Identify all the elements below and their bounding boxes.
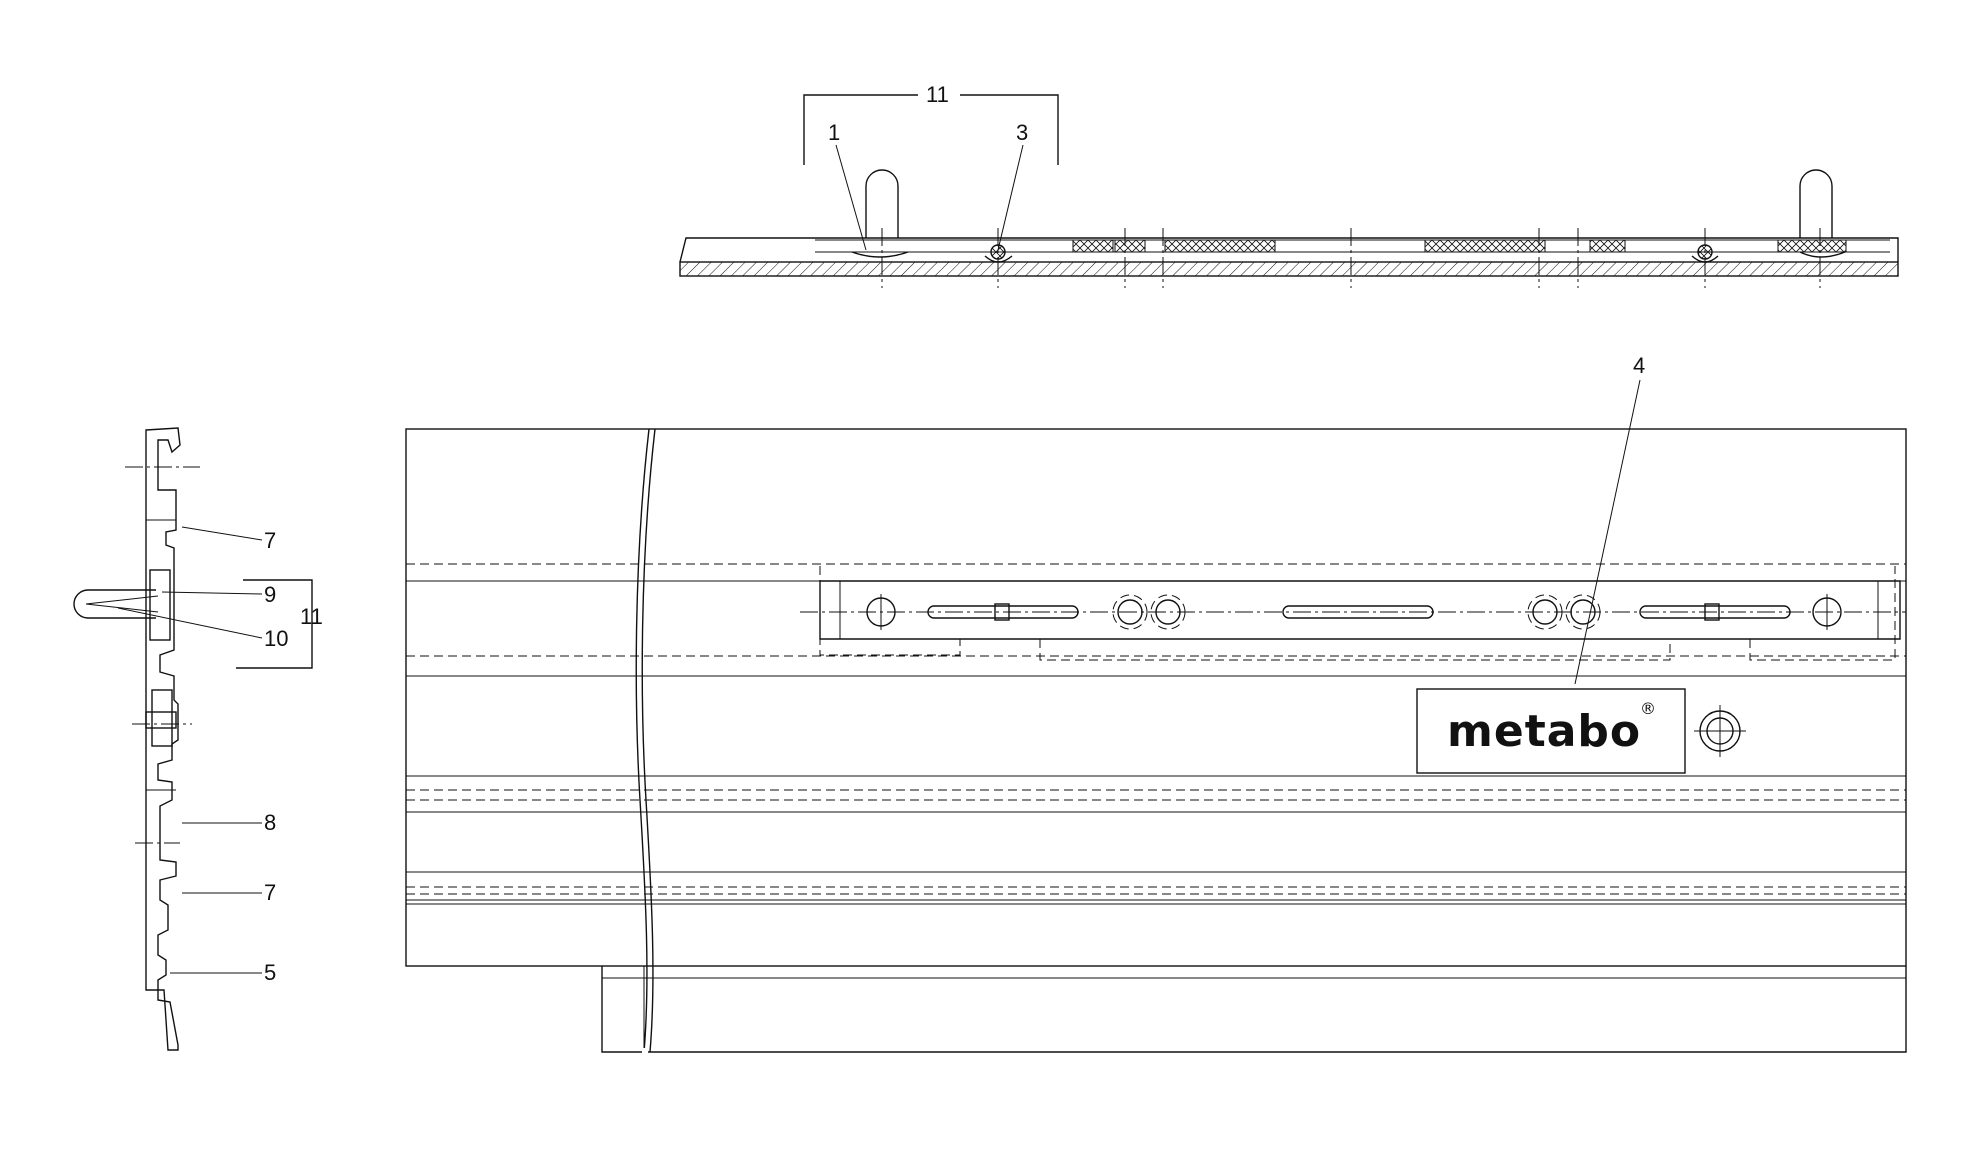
callout-9: 9 [264, 582, 276, 607]
break-line [635, 428, 650, 1053]
callout-7b: 7 [264, 880, 276, 905]
side-pin [73, 589, 156, 619]
bracket-11-top [803, 94, 1059, 165]
logo-plate [1416, 688, 1686, 774]
callout-10: 10 [264, 626, 288, 651]
insert-block [1164, 239, 1276, 253]
guide-pin-right [1799, 169, 1833, 238]
callout-7a: 7 [264, 528, 276, 553]
base-plate [679, 261, 1899, 277]
callout-3: 3 [1016, 120, 1028, 145]
rail-profile [679, 237, 1899, 263]
callout-11-top: 11 [926, 82, 949, 107]
insert-block [1589, 239, 1626, 253]
callouts: 1 3 11 4 7 9 10 11 8 7 5 [264, 82, 1645, 985]
callout-11-side: 11 [300, 604, 323, 629]
callout-1: 1 [828, 120, 840, 145]
insert-block [1114, 239, 1146, 253]
insert-block [1777, 239, 1847, 253]
front-rail-view: metabo ® [405, 379, 1907, 1056]
callout-5: 5 [264, 960, 276, 985]
slot [927, 605, 1079, 619]
side-profile-view [73, 427, 313, 1051]
slot [1282, 605, 1434, 619]
bracket-11-side [236, 579, 313, 669]
extrusion-profile [145, 427, 181, 1051]
insert-block [1072, 239, 1114, 253]
brand-logo: metabo [1447, 706, 1641, 757]
guide-pin-left [865, 169, 899, 238]
top-section-view [679, 94, 1899, 288]
callout-4: 4 [1633, 353, 1645, 378]
callout-8: 8 [264, 810, 276, 835]
slot [1639, 605, 1791, 619]
insert-block [1424, 239, 1546, 253]
connector-bar [819, 580, 1901, 640]
registered-mark: ® [1640, 699, 1656, 718]
rail-outline [405, 428, 1907, 967]
